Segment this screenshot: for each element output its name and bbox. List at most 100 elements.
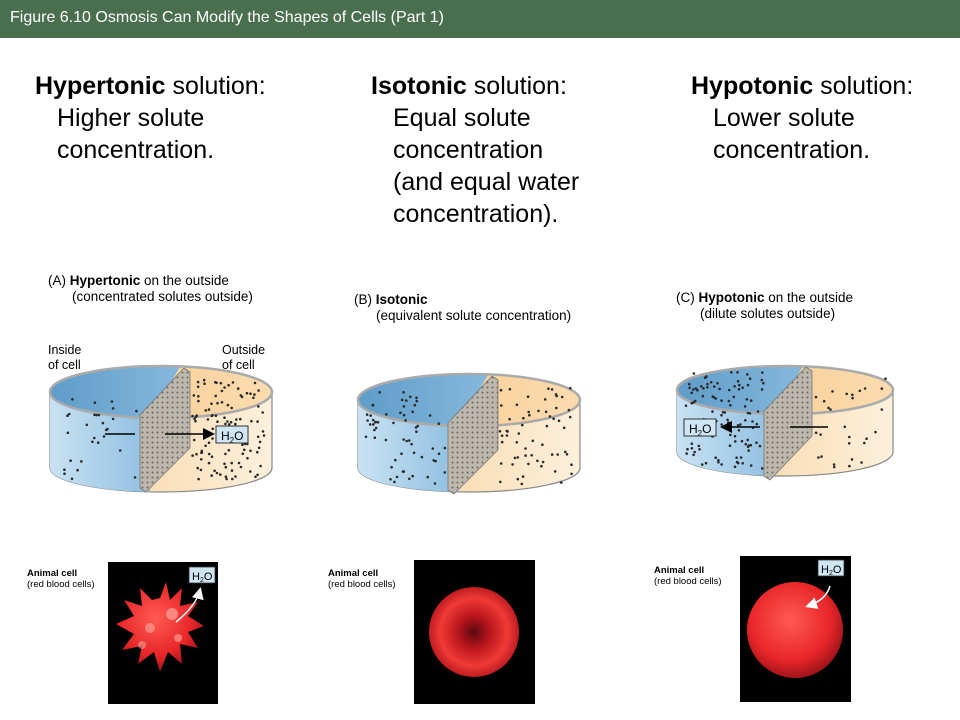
dish-a: H2O — [48, 364, 274, 493]
solute-dot — [738, 383, 741, 387]
hypotonic-line-1: Lower solute — [713, 104, 855, 132]
solute-dot — [234, 475, 237, 478]
solute-dot — [516, 456, 520, 459]
solute-dot — [712, 395, 716, 399]
solute-dot — [568, 415, 572, 419]
solute-dot — [743, 405, 747, 408]
solute-dot — [720, 423, 723, 426]
solute-dot — [694, 387, 698, 390]
solute-dot — [71, 398, 74, 401]
solute-dot — [210, 455, 214, 459]
solute-dot — [210, 402, 213, 406]
isotonic-line-2: concentration — [393, 136, 544, 164]
solute-dot — [832, 463, 836, 466]
solute-dot — [133, 476, 137, 479]
solute-dot — [524, 447, 527, 450]
solute-dot — [216, 420, 219, 424]
solute-dot — [431, 447, 435, 450]
diagram-c-prefix: (C) — [676, 290, 699, 305]
solute-dot — [235, 418, 238, 421]
solute-dot — [686, 447, 689, 451]
animal-cell-label-b: Animal cell (red blood cells) — [328, 568, 396, 590]
solute-dot — [237, 461, 241, 465]
solute-dot — [726, 418, 729, 422]
dish-c-water-label: H2O — [689, 422, 711, 438]
solute-dot — [243, 448, 246, 452]
solute-dot — [95, 413, 98, 417]
solute-dot — [744, 442, 748, 446]
hypotonic-description: Hypotonic solution: Lower solute concent… — [691, 70, 913, 166]
solute-dot — [550, 453, 554, 456]
diagram-c-label: (C) Hypotonic on the outside (dilute sol… — [676, 290, 853, 322]
solute-dot — [211, 414, 214, 417]
solute-dot — [400, 452, 403, 456]
solute-dot — [555, 394, 558, 398]
solute-dot — [118, 449, 122, 452]
solute-dot — [404, 419, 407, 422]
solute-dot — [697, 444, 701, 448]
solute-dot — [211, 427, 214, 431]
solute-dot — [392, 421, 395, 425]
solute-dot — [207, 408, 211, 411]
solute-dot — [874, 430, 877, 434]
solute-dot — [389, 478, 392, 481]
solute-dot — [204, 409, 208, 412]
solute-dot — [688, 386, 691, 390]
solute-dot — [685, 452, 688, 455]
solute-dot — [728, 388, 731, 392]
solute-dot — [402, 438, 406, 441]
solute-dot — [224, 422, 227, 426]
solute-dot — [240, 395, 244, 399]
solute-dot — [555, 406, 558, 410]
solute-dot — [376, 421, 380, 424]
solute-dot — [373, 436, 377, 440]
hypertonic-line-2: concentration. — [57, 136, 215, 164]
solute-dot — [437, 422, 441, 426]
solute-dot — [736, 380, 740, 383]
solute-dot — [528, 413, 531, 417]
solute-dot — [745, 398, 749, 401]
solute-dot — [565, 453, 569, 456]
solute-dot — [426, 475, 430, 479]
solute-dot — [368, 423, 372, 426]
solute-dot — [229, 420, 233, 424]
solute-dot — [437, 452, 441, 456]
solute-dot — [249, 392, 252, 396]
solute-dot — [737, 388, 741, 391]
solute-dot — [111, 417, 115, 421]
solute-dot — [720, 463, 723, 466]
solute-dot — [63, 468, 66, 472]
diagram-b-line2: (equivalent solute concentration) — [376, 308, 572, 323]
solute-dot — [193, 417, 196, 421]
solute-dot — [411, 410, 415, 414]
solute-dot — [545, 424, 549, 428]
solute-dot — [415, 430, 418, 434]
solute-dot — [364, 435, 368, 439]
hypotonic-line-2: concentration. — [713, 136, 871, 164]
solute-dot — [97, 413, 101, 417]
solute-dot — [827, 406, 830, 410]
solute-dot — [729, 404, 732, 407]
solute-dot — [547, 387, 550, 391]
solute-dot — [733, 465, 737, 469]
solute-dot — [739, 423, 742, 426]
solute-dot — [761, 371, 764, 374]
solute-dot — [76, 468, 79, 472]
solute-dot — [223, 462, 226, 466]
solute-dot — [261, 411, 265, 414]
solute-dot — [194, 419, 197, 423]
solute-dot — [262, 434, 266, 437]
diagram-b-label: (B) Isotonic (equivalent solute concentr… — [354, 292, 571, 324]
solute-dot — [207, 452, 211, 456]
solute-dot — [226, 403, 230, 407]
solute-dot — [524, 454, 527, 457]
solute-dot — [865, 437, 868, 441]
solute-dot — [402, 470, 406, 473]
solute-dot — [751, 420, 754, 423]
solute-dot — [521, 423, 524, 427]
solute-dot — [732, 395, 736, 399]
solute-dot — [863, 441, 866, 445]
solute-dot — [515, 403, 519, 407]
solute-dot — [223, 416, 226, 420]
hypertonic-line-1: Higher solute — [57, 104, 205, 132]
